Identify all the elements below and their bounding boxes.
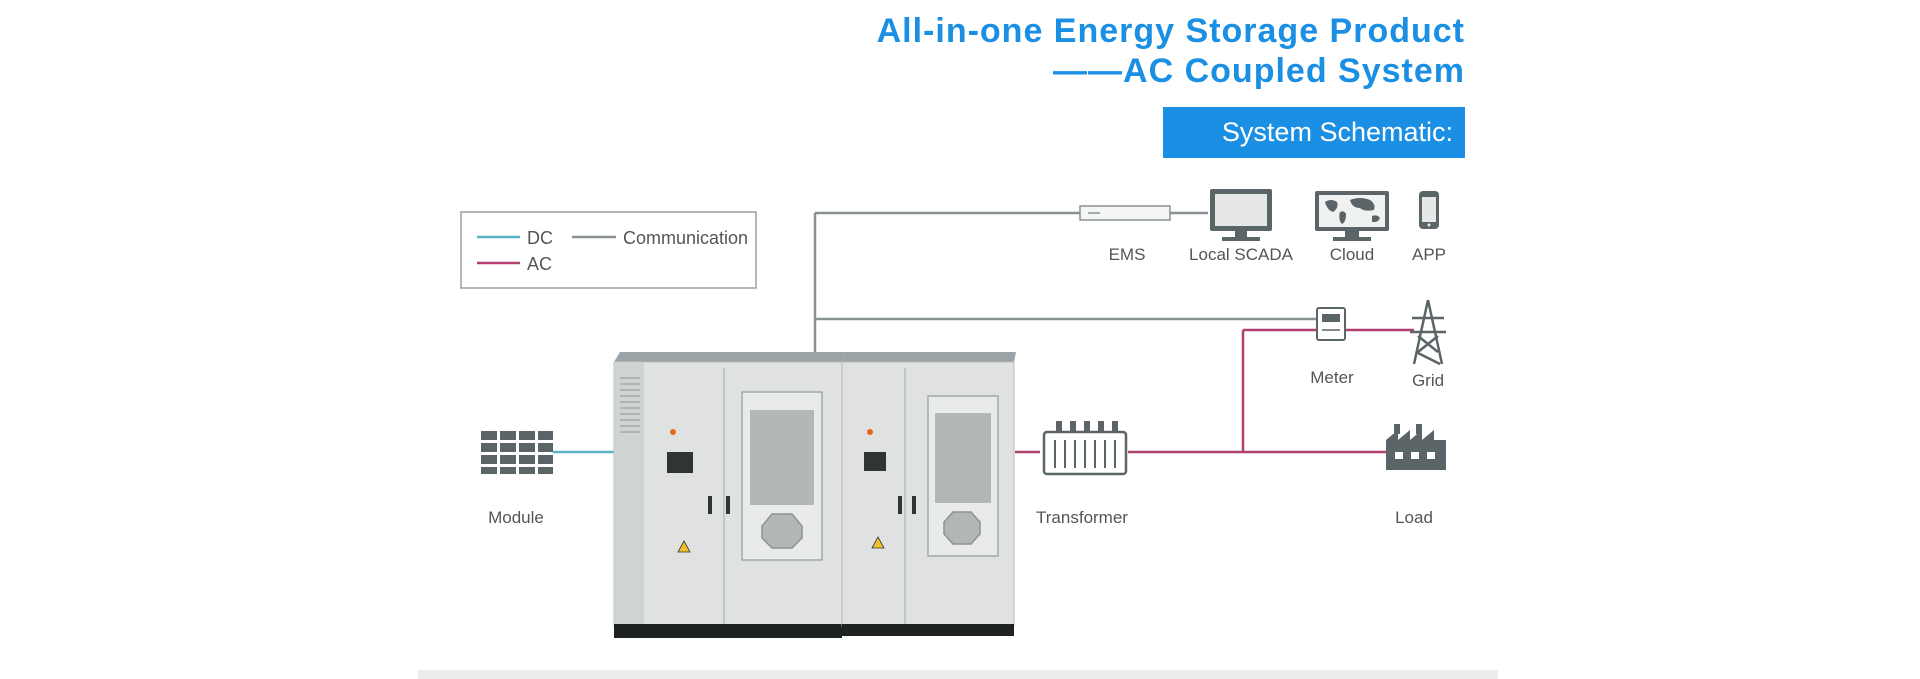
warning-icon (677, 540, 691, 553)
legend: DC Communication AC (460, 211, 757, 289)
module-label: Module (488, 508, 544, 527)
communication-lines (813, 211, 1318, 362)
meter-label: Meter (1310, 368, 1354, 387)
phone-icon (1419, 191, 1439, 229)
cabinet-1 (613, 352, 846, 638)
ac-lines (1015, 328, 1414, 454)
ems-device-icon (1079, 205, 1171, 221)
grid-label: Grid (1412, 371, 1444, 390)
cloud-label: Cloud (1330, 245, 1374, 264)
system-schematic-badge: System Schematic: (1163, 107, 1465, 158)
monitor-icon (1210, 189, 1272, 241)
legend-communication-label: Communication (623, 228, 748, 248)
warning-icon (871, 536, 885, 549)
factory-icon (1386, 424, 1446, 470)
energy-storage-cabinets (613, 352, 1016, 638)
load-label: Load (1395, 508, 1433, 527)
power-pylon-icon (1410, 299, 1446, 366)
app-label: APP (1412, 245, 1446, 264)
ems-label: EMS (1109, 245, 1146, 264)
local-scada-label: Local SCADA (1189, 245, 1294, 264)
legend-ac-label: AC (527, 254, 552, 274)
title-line-1: All-in-one Energy Storage Product (876, 12, 1465, 50)
solar-module-icon (481, 431, 553, 474)
legend-dc-label: DC (527, 228, 553, 248)
bottom-shadow (418, 670, 1498, 679)
meter-icon (1316, 307, 1346, 341)
transformer-label: Transformer (1036, 508, 1128, 527)
cabinet-2 (841, 352, 1016, 636)
cloud-world-map-icon (1315, 191, 1389, 241)
transformer-icon (1042, 421, 1128, 476)
title-line-2: ——AC Coupled System (1053, 52, 1465, 90)
